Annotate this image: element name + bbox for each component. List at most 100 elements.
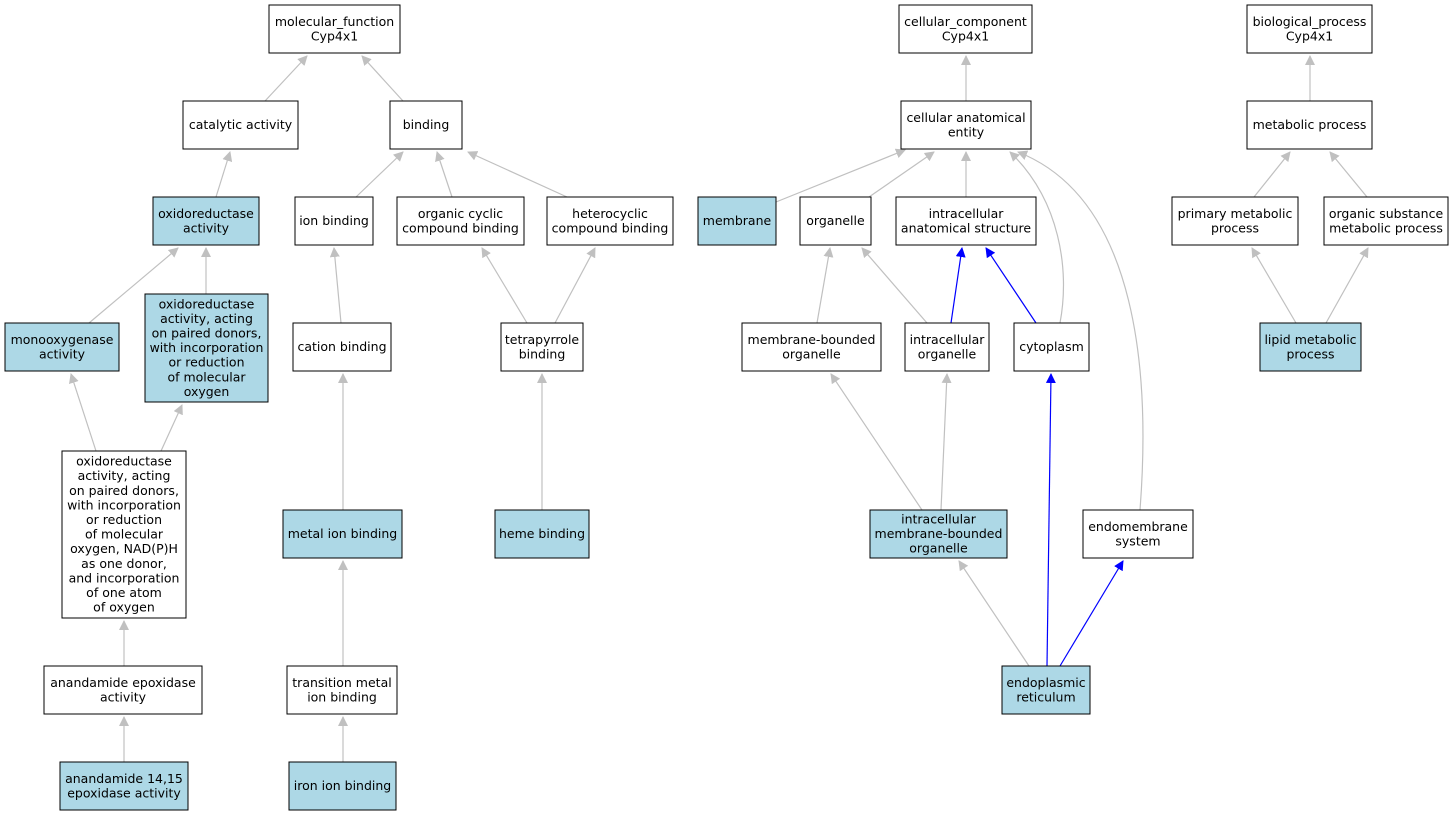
edge-line — [861, 247, 928, 324]
go-term-node-bind[interactable]: binding — [389, 100, 463, 150]
go-term-node-memb[interactable]: membrane — [697, 196, 777, 246]
node-box — [294, 196, 374, 246]
node-box — [286, 665, 398, 715]
go-term-node-cyto[interactable]: cytoplasm — [1013, 322, 1090, 372]
edge-tetb-to-hcb — [554, 247, 596, 324]
node-label-line: tetrapyrrole — [505, 332, 580, 347]
node-label-line: oxidoreductase — [159, 296, 255, 311]
node-label-line: organelle — [909, 541, 968, 556]
node-label-line: binding — [519, 346, 566, 361]
node-box — [741, 322, 882, 372]
go-term-node-ionb[interactable]: ion binding — [294, 196, 374, 246]
node-box — [282, 509, 403, 559]
edge-osmp-to-metp — [1329, 151, 1368, 198]
node-label-line: lipid metabolic — [1264, 332, 1356, 347]
node-label-line: oxygen — [184, 384, 230, 399]
node-box — [288, 761, 397, 811]
node-label-line: iron ion binding — [294, 778, 392, 793]
node-label-line: biological_process — [1253, 14, 1367, 29]
go-term-node-catb[interactable]: cation binding — [292, 322, 392, 372]
node-label-line: monooxygenase — [11, 332, 114, 347]
edge-line — [830, 373, 923, 511]
node-label-line: transition metal — [292, 675, 391, 690]
go-term-node-metp[interactable]: metabolic process — [1246, 100, 1373, 150]
go-term-node-org[interactable]: organelle — [799, 196, 872, 246]
edge-org-to-cae — [868, 151, 935, 198]
edge-catb-to-ionb — [329, 247, 342, 324]
edge-tetb-to-ocb — [481, 247, 528, 324]
node-label-line: metabolic process — [1253, 117, 1367, 132]
node-label-line: heme binding — [499, 526, 585, 541]
node-label-line: oxidoreductase — [76, 454, 172, 469]
node-label-line: activity — [100, 689, 147, 704]
node-label-line: or reduction — [86, 512, 162, 527]
edge-lmp-to-pmp — [1251, 247, 1297, 324]
node-label-line: membrane — [703, 213, 772, 228]
node-label-line: activity, acting — [78, 468, 171, 483]
node-label-line: organelle — [918, 346, 977, 361]
edge-er-to-cyto — [1045, 373, 1056, 667]
node-label-line: organelle — [782, 346, 841, 361]
node-label-line: Cyp4x1 — [311, 28, 358, 43]
edge-memb-to-cae — [775, 148, 906, 203]
node-box — [1323, 196, 1449, 246]
go-term-node-mib[interactable]: metal ion binding — [282, 509, 403, 559]
go-term-node-iron[interactable]: iron ion binding — [288, 761, 397, 811]
edge-imbo-to-io — [940, 373, 952, 511]
edges-layer — [69, 55, 1369, 762]
node-label-line: with incorporation — [150, 340, 264, 355]
go-term-node-cat[interactable]: catalytic activity — [182, 100, 299, 150]
node-label-line: reticulum — [1016, 689, 1075, 704]
node-label-line: process — [1211, 220, 1259, 235]
edge-mbo-to-org — [816, 247, 834, 324]
node-label-line: on paired donors, — [152, 325, 262, 340]
go-term-node-heme[interactable]: heme binding — [494, 509, 590, 559]
node-label-line: catalytic activity — [189, 117, 293, 132]
edge-line — [329, 247, 342, 324]
node-label-line: organic cyclic — [418, 206, 503, 221]
node-label-line: anandamide epoxidase — [50, 675, 196, 690]
node-label-line: metal ion binding — [288, 526, 398, 541]
node-box — [182, 100, 299, 150]
edge-line — [435, 151, 453, 198]
edge-pmp-to-metp — [1253, 151, 1291, 198]
node-label-line: endomembrane — [1088, 519, 1188, 534]
node-box — [396, 196, 525, 246]
edge-lmp-to-osmp — [1325, 247, 1369, 324]
edge-cyto-to-cae — [1009, 151, 1065, 324]
node-label-line: organic substance — [1329, 206, 1444, 221]
node-box — [869, 509, 1008, 559]
node-label-line: compound binding — [402, 220, 519, 235]
edge-line — [215, 151, 233, 198]
node-label-line: activity — [183, 220, 230, 235]
node-box — [292, 322, 392, 372]
node-box — [1001, 665, 1091, 715]
edge-line — [1017, 150, 1144, 511]
edge-line — [88, 247, 179, 324]
node-label-line: heterocyclic — [572, 206, 648, 221]
